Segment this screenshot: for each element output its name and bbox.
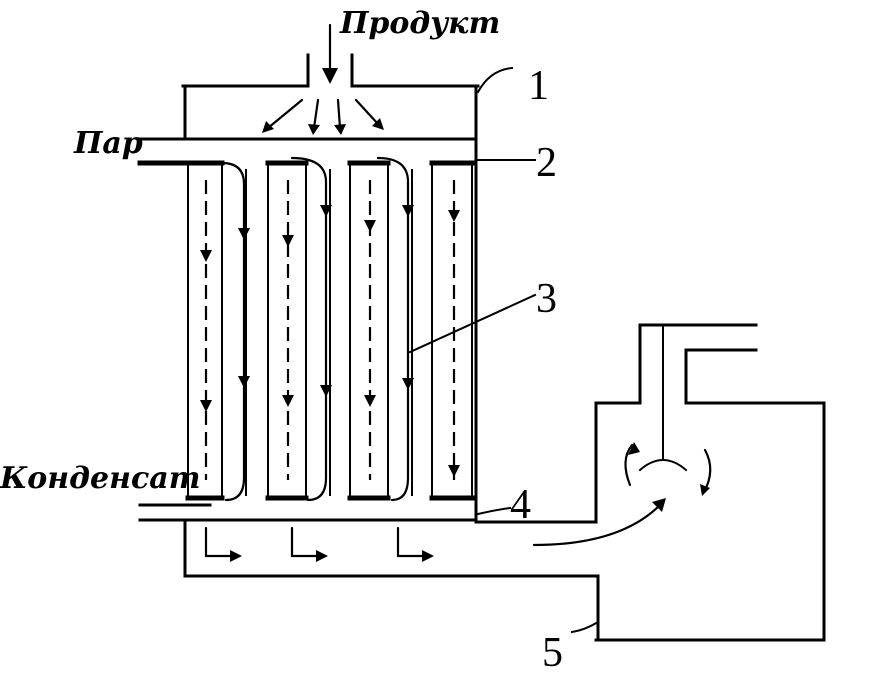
- tube-3: [347, 156, 414, 502]
- tube-4: [429, 160, 475, 501]
- callout-3: 3: [536, 276, 557, 322]
- callout-4: 4: [510, 482, 531, 528]
- separator: [474, 323, 826, 642]
- callout-5: 5: [542, 630, 563, 676]
- product-distribution-arrows: [262, 98, 384, 135]
- product-inlet: [306, 23, 354, 87]
- bottom-outflow-arrows: [204, 526, 434, 562]
- vessel-shell: [181, 84, 600, 578]
- tube-2: [265, 156, 332, 502]
- callout-2: 2: [536, 140, 557, 186]
- callout-leaders: [408, 66, 600, 634]
- condensate-label: Конденсат: [0, 461, 200, 496]
- steam-label: Пар: [73, 126, 143, 161]
- product-label: Продукт: [339, 6, 500, 41]
- callout-1: 1: [528, 63, 549, 109]
- tube-1: [185, 160, 250, 502]
